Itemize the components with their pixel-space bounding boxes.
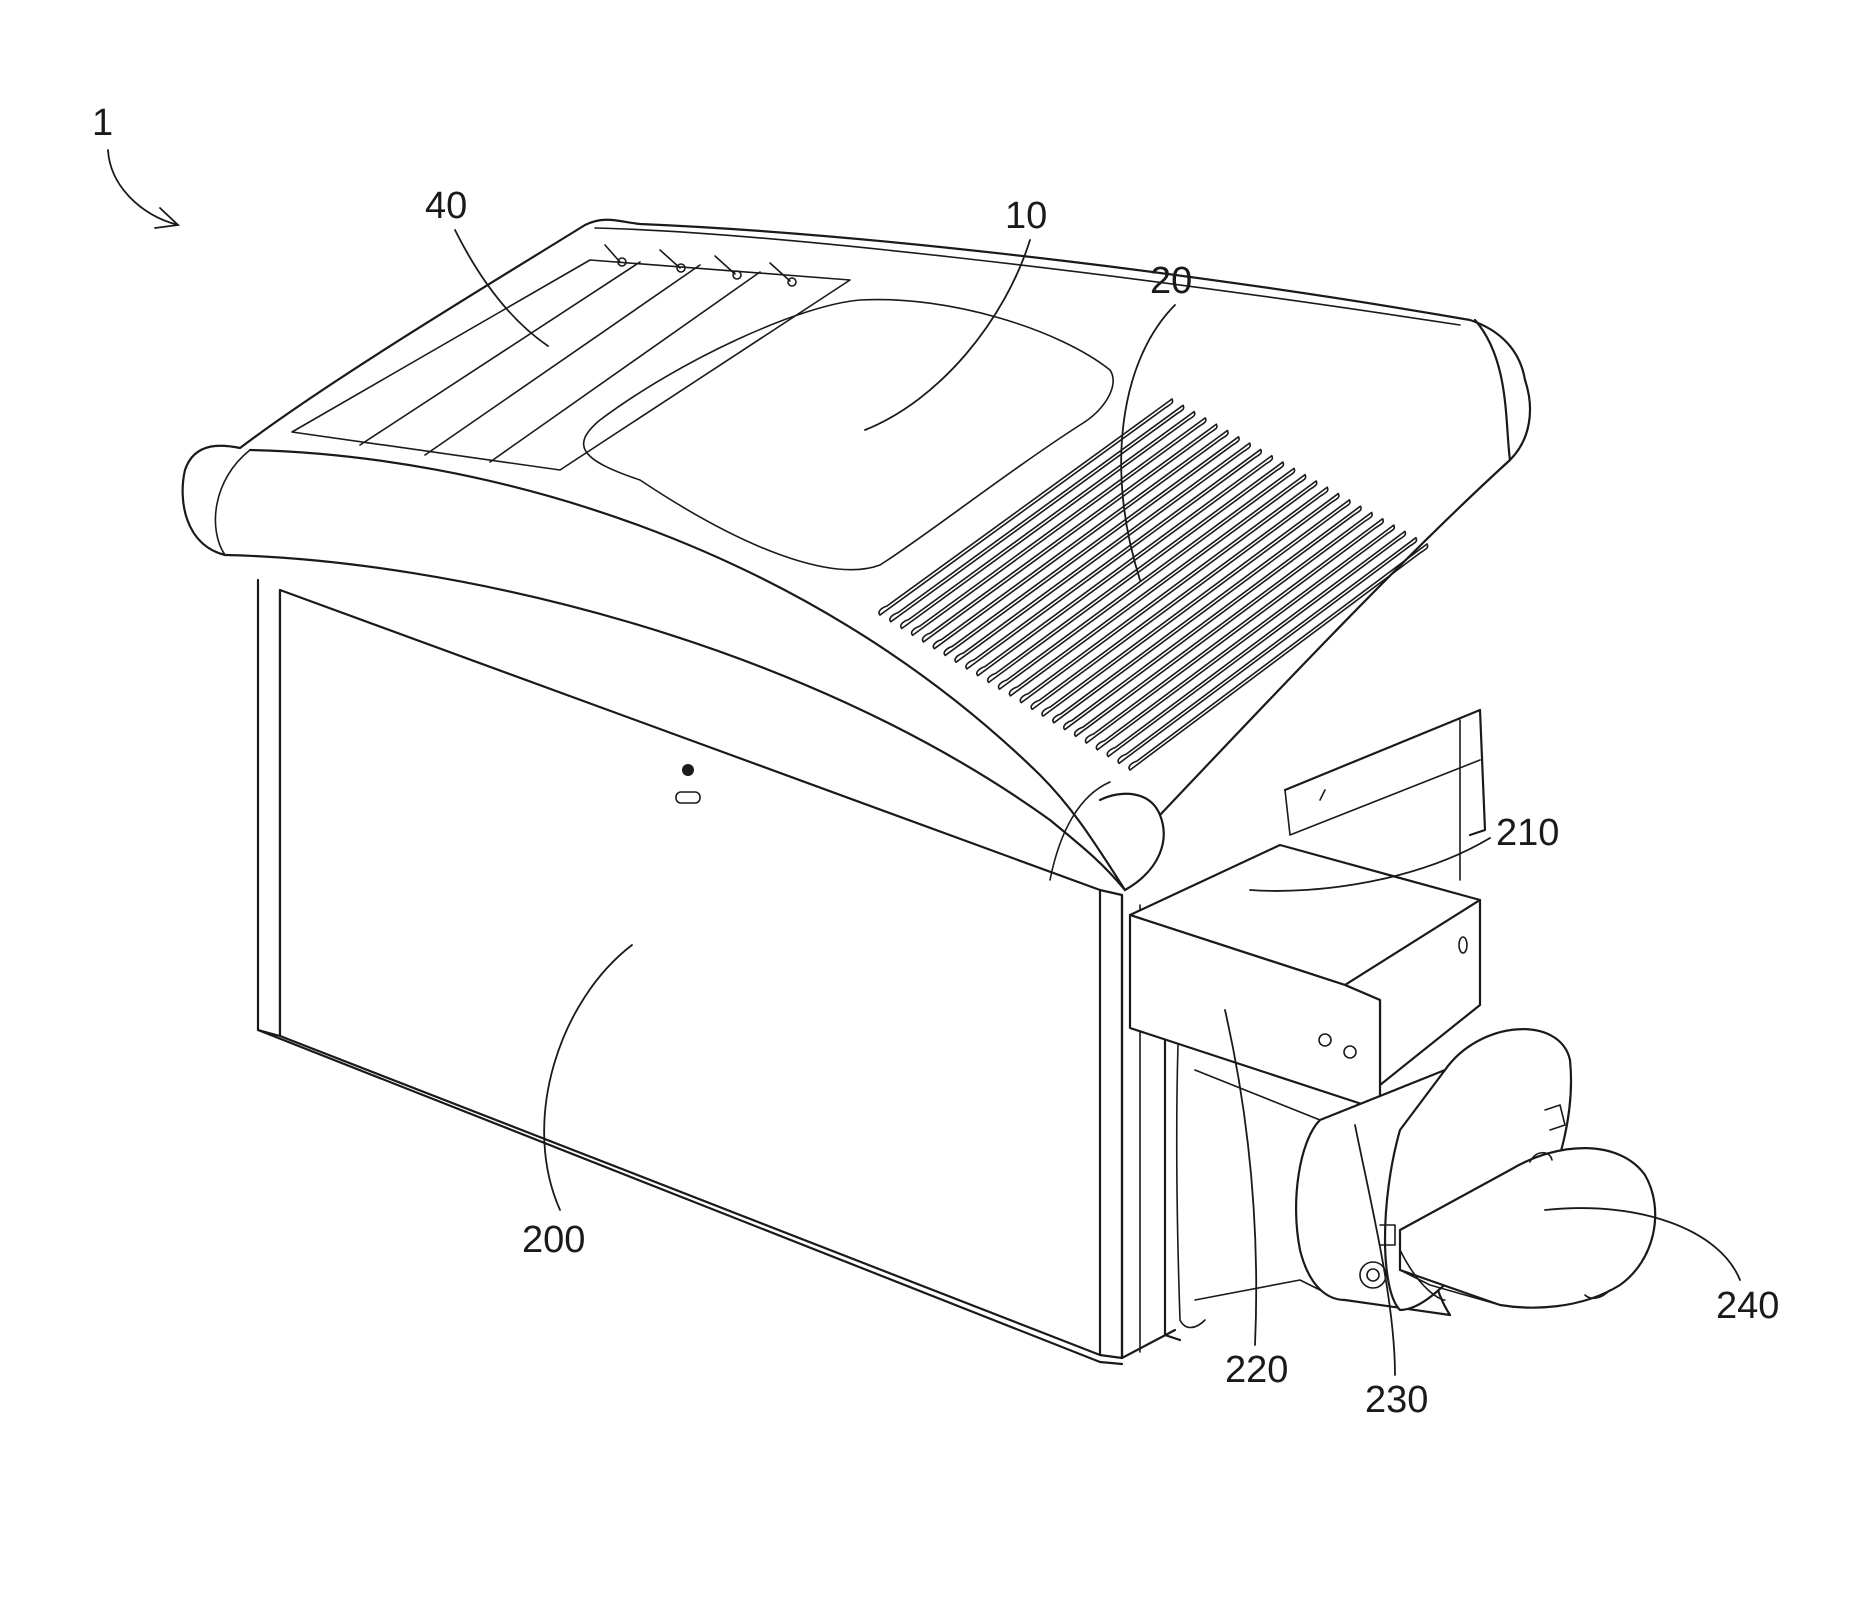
vent-slot [1075, 512, 1373, 736]
vent-slot [1009, 475, 1305, 696]
leader-1 [108, 150, 178, 225]
housing-body [258, 580, 1175, 1364]
label-230: 230 [1365, 1379, 1428, 1421]
vent-slot [999, 468, 1295, 689]
vent-grille [879, 399, 1428, 770]
vent-slot [1064, 506, 1361, 729]
vent-slot [1053, 500, 1350, 723]
label-20: 20 [1150, 260, 1192, 302]
vent-slot [1129, 544, 1428, 770]
vent-slot [1031, 487, 1328, 709]
label-220: 220 [1225, 1349, 1288, 1391]
vent-slot [1020, 481, 1316, 703]
leader-40 [455, 230, 548, 346]
label-10: 10 [1005, 195, 1047, 237]
mount-bracket [1130, 710, 1485, 1110]
label-200: 200 [522, 1219, 585, 1261]
label-240: 240 [1716, 1285, 1779, 1327]
vent-slot [1086, 519, 1384, 743]
vent-slot [1042, 494, 1339, 717]
label-210: 210 [1496, 812, 1559, 854]
label-40: 40 [425, 185, 467, 227]
vent-slot [1107, 531, 1405, 756]
indicator-dot-icon [682, 764, 694, 776]
label-1: 1 [92, 102, 113, 144]
solar-panel [292, 245, 850, 470]
vent-slot [1118, 538, 1416, 764]
leader-10 [865, 240, 1030, 430]
leader-20 [1121, 305, 1175, 580]
vent-slot [988, 462, 1284, 682]
vent-slot [1096, 525, 1394, 750]
vent-slot [977, 456, 1273, 676]
